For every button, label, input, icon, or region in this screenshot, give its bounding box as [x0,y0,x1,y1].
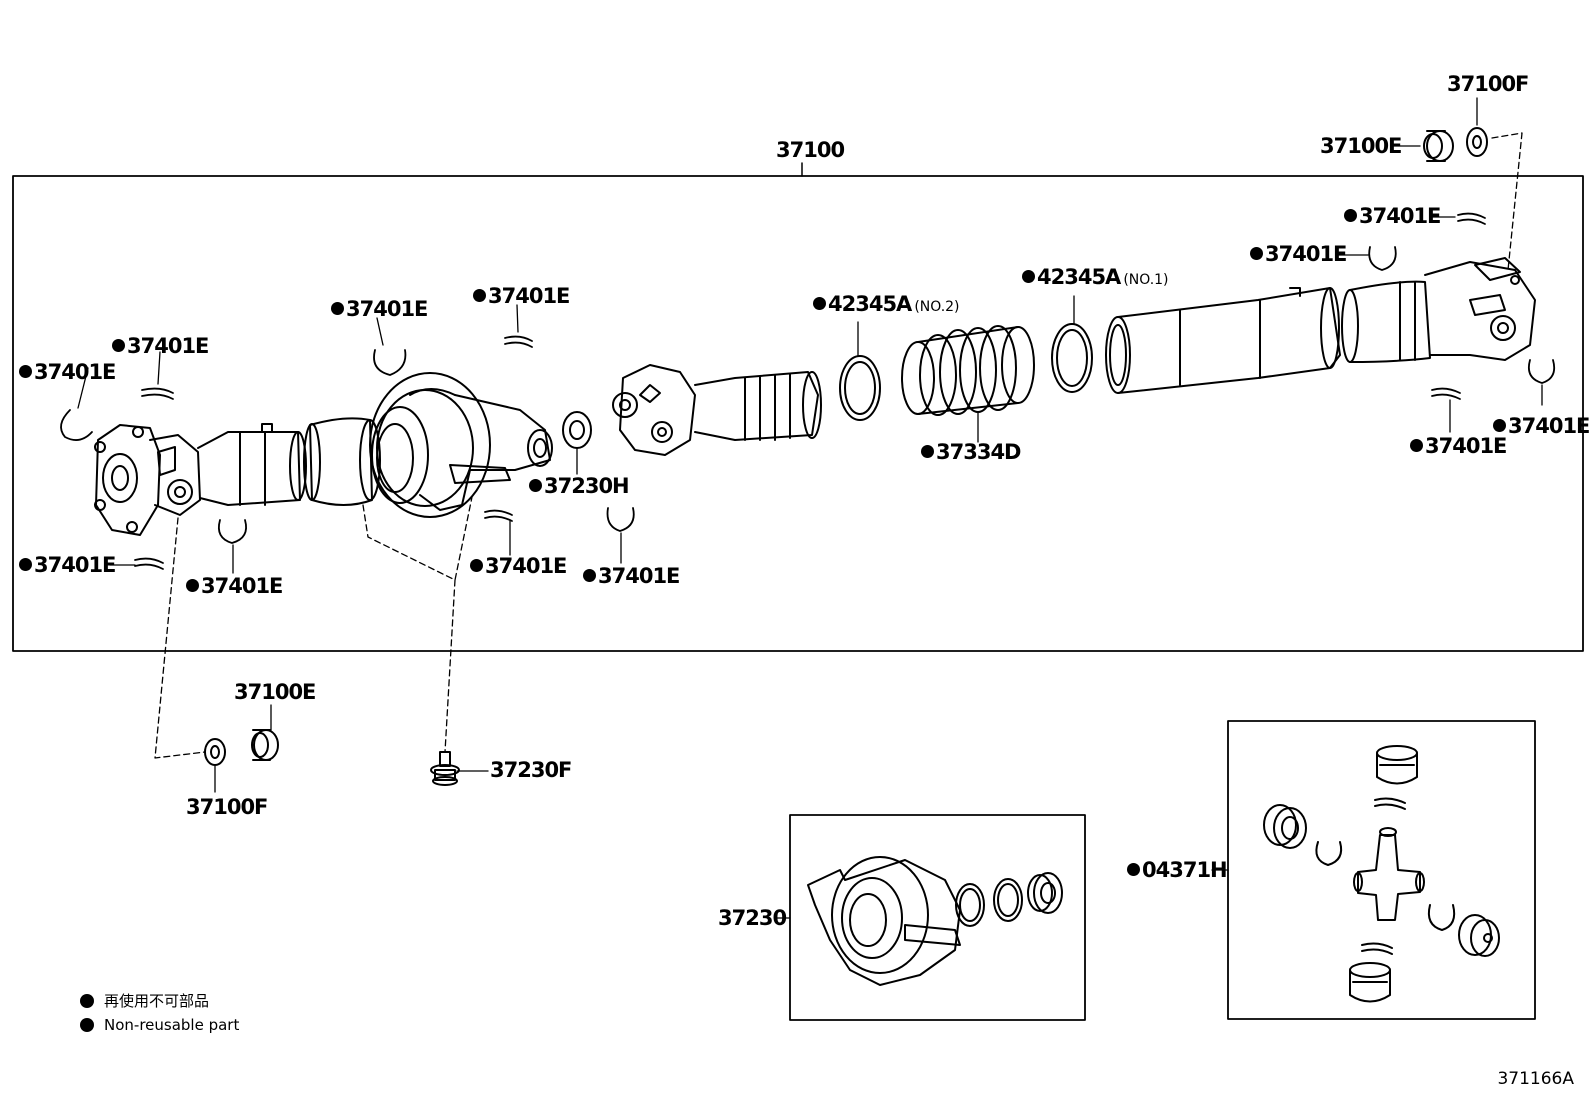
callout-snap-ring: 37401E [19,553,116,577]
snap-rings [60,212,1556,574]
boot-clamp-no1 [1051,295,1093,393]
non-reusable-dot-icon [112,339,125,352]
non-reusable-dot-icon [1410,439,1423,452]
figure-id: 371166A [1497,1069,1574,1089]
assembly-part-number: 37100 [776,138,845,162]
callout-washer-text: 37230H [544,474,630,498]
non-reusable-dot-icon [1127,863,1140,876]
callout-snap-ring-text: 37401E [1265,242,1347,266]
callout-snap-ring-text: 37401E [34,360,116,384]
flange-nut-washer-bottom [204,704,279,793]
callout-snap-ring: 37401E [473,284,570,308]
universal-joint-spider-kit [1263,745,1500,1003]
front-shaft-tube [303,417,381,506]
callout-snap-ring: 37401E [112,334,209,358]
callout-snap-ring: 37401E [1344,204,1441,228]
non-reusable-dot-icon [331,302,344,315]
callout-snap-ring-text: 37401E [201,574,283,598]
callout-snap-ring: 37401E [186,574,283,598]
callout-snap-ring: 37401E [331,297,428,321]
callout-snap-ring-text: 37401E [1508,414,1590,438]
non-reusable-dot-icon [813,297,826,310]
non-reusable-dot-icon [583,569,596,582]
callout-snap-ring: 37401E [1493,414,1590,438]
callout-04371H-text: 04371H [1142,858,1228,882]
front-flange-yoke [94,423,307,536]
dust-boot [901,325,1035,443]
inset-frame-37230 [789,814,1086,1021]
callout-snap-ring-text: 37401E [1425,434,1507,458]
flange-nut-washer-top [1392,97,1523,271]
center-bearing-detail [807,856,1063,986]
callout-clamp-no1-note: (NO.1) [1123,272,1169,288]
non-reusable-dot-icon [19,365,32,378]
washer-37230H [562,411,592,475]
callout-37230: 37230 [718,906,787,930]
callout-washer: 37230H [529,474,630,498]
callout-37100F-top: 37100F [1447,72,1529,96]
callout-snap-ring-text: 37401E [1359,204,1441,228]
callout-clamp-no2-note: (NO.2) [914,299,960,315]
legend-english-text: Non-reusable part [104,1016,240,1034]
callout-clamp-no1-text: 42345A [1037,265,1121,289]
callout-snap-ring-text: 37401E [127,334,209,358]
rear-flange-yoke [1424,257,1536,361]
legend-english: Non-reusable part [80,1016,239,1034]
callout-04371H: 04371H [1127,858,1228,882]
slip-yoke-spline [612,364,822,456]
callout-snap-ring-text: 37401E [488,284,570,308]
non-reusable-dot-icon [529,479,542,492]
boot-clamp-no2 [839,321,881,421]
non-reusable-dot-icon [1493,419,1506,432]
callout-clamp-no1: 42345A(NO.1) [1022,267,1169,288]
callout-37230F: 37230F [490,758,572,782]
callout-snap-ring: 37401E [1250,242,1347,266]
callout-snap-ring: 37401E [470,554,567,578]
rear-shaft-tube [1105,280,1431,394]
callout-clamp-no2-text: 42345A [828,292,912,316]
callout-snap-ring-text: 37401E [346,297,428,321]
callout-snap-ring: 37401E [583,564,680,588]
legend-dot-icon [80,1018,94,1032]
non-reusable-dot-icon [470,559,483,572]
non-reusable-dot-icon [473,289,486,302]
legend-japanese-text: 再使用不可部品 [104,992,210,1010]
center-support-bearing [369,372,553,518]
bolt-37230F [430,751,489,786]
legend-dot-icon [80,994,94,1008]
callout-boot-text: 37334D [936,440,1021,464]
callout-snap-ring-text: 37401E [34,553,116,577]
callout-37100E-top: 37100E [1320,134,1402,158]
callout-snap-ring-text: 37401E [598,564,680,588]
callout-snap-ring-text: 37401E [485,554,567,578]
assembly-frame [12,175,1584,652]
callout-clamp-no2: 42345A(NO.2) [813,294,960,315]
non-reusable-dot-icon [1344,209,1357,222]
legend-japanese: 再使用不可部品 [80,990,209,1011]
callout-snap-ring: 37401E [1410,434,1507,458]
non-reusable-dot-icon [1022,270,1035,283]
callout-37100F-bottom: 37100F [186,795,268,819]
non-reusable-dot-icon [1250,247,1263,260]
callout-snap-ring: 37401E [19,360,116,384]
non-reusable-dot-icon [19,558,32,571]
callout-boot: 37334D [921,442,1021,463]
non-reusable-dot-icon [921,445,934,458]
non-reusable-dot-icon [186,579,199,592]
callout-37100E-bottom: 37100E [234,680,316,704]
